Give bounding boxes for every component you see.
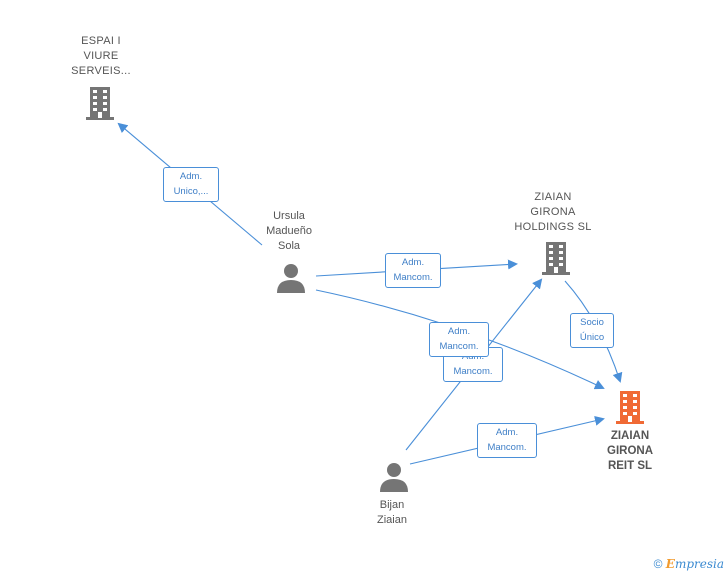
edge-label-bijan-reit[interactable]: Adm. Mancom. [477, 423, 537, 458]
edge-label-ursula-holdings[interactable]: Adm. Mancom. [385, 253, 441, 288]
building-icon[interactable] [540, 241, 572, 275]
person-icon[interactable] [276, 263, 306, 293]
company-label-espai[interactable]: ESPAI I VIURE SERVEIS... [71, 35, 131, 77]
footer-brand[interactable]: © Empresia [654, 557, 724, 571]
person-label-bijan[interactable]: Bijan Ziaian [377, 499, 407, 526]
edge-label-ursula-reit[interactable]: Adm. Mancom. [429, 322, 489, 357]
building-icon[interactable] [84, 86, 116, 120]
copyright-symbol: © [653, 557, 663, 571]
edge-label-ursula-espai[interactable]: Adm. Unico,... [163, 167, 219, 202]
building-icon-highlight[interactable] [614, 390, 646, 424]
empresia-logo: Empresia [665, 557, 724, 571]
person-icon[interactable] [379, 462, 409, 492]
company-label-reit[interactable]: ZIAIAN GIRONA REIT SL [607, 430, 653, 472]
company-label-holdings[interactable]: ZIAIAN GIRONA HOLDINGS SL [514, 191, 592, 233]
person-label-ursula[interactable]: Ursula Madueño Sola [266, 210, 312, 252]
edge-label-holdings-reit[interactable]: Socio Único [570, 313, 614, 348]
